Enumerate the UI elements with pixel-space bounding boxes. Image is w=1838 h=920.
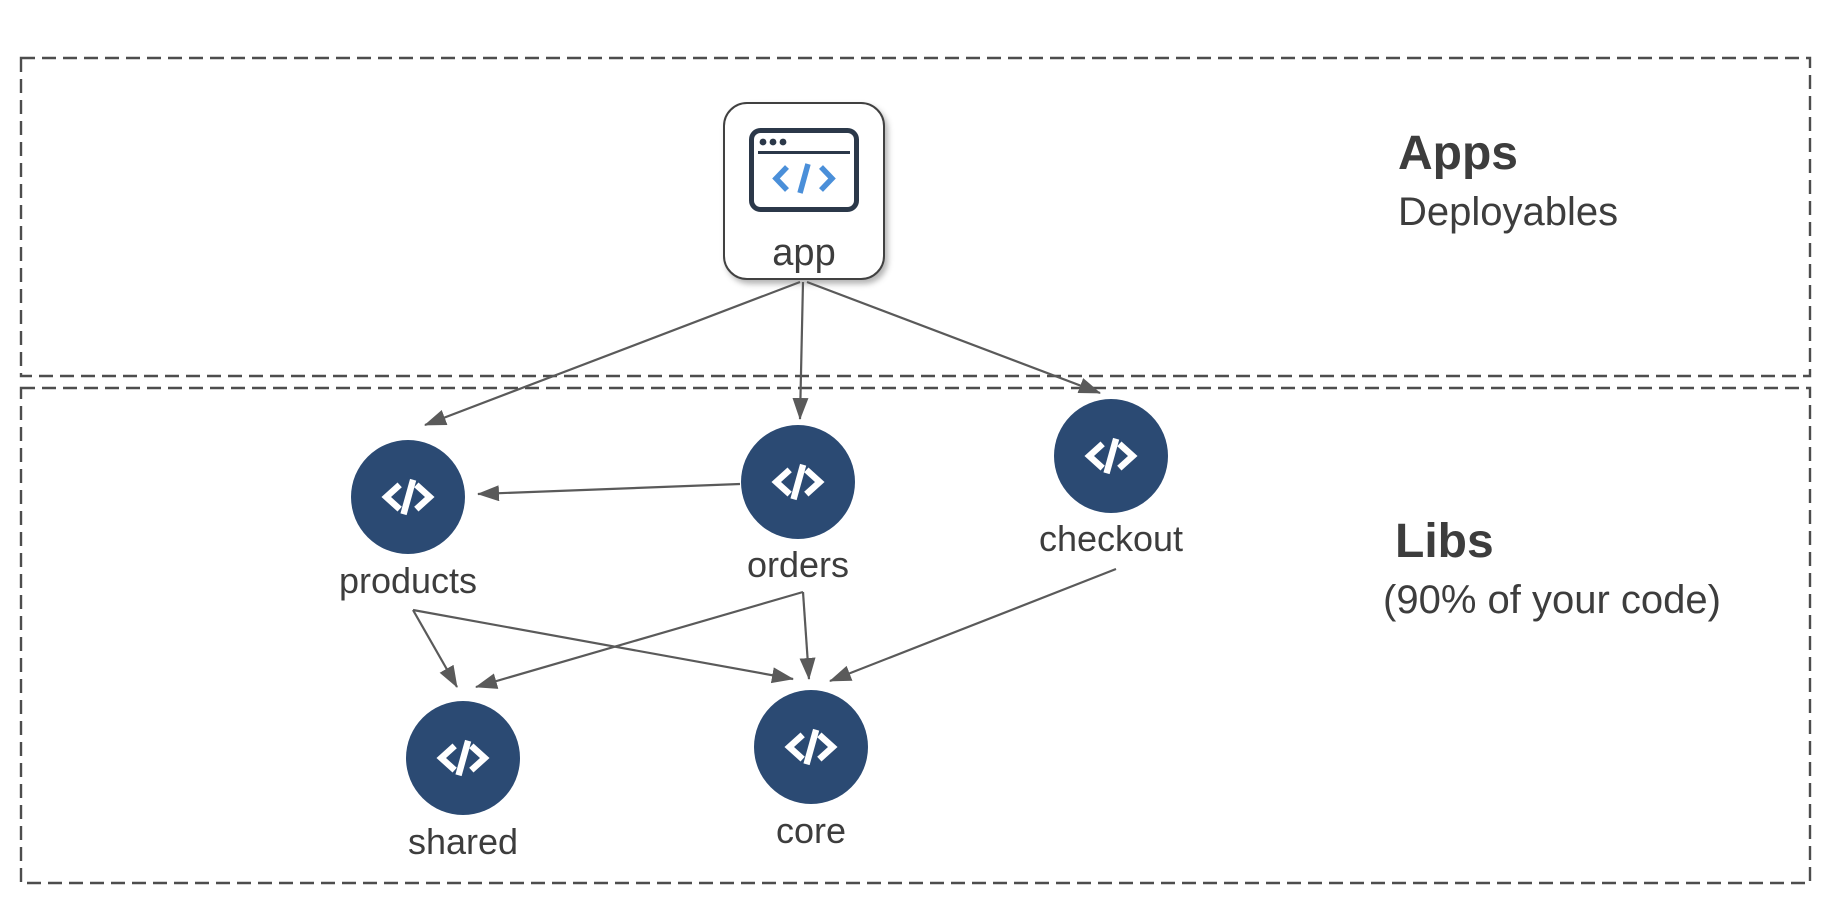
edge-products-core bbox=[412, 608, 794, 684]
libs-section-border bbox=[19, 386, 1812, 885]
code-icon bbox=[1084, 437, 1138, 475]
edge-app-checkout bbox=[806, 280, 1101, 395]
apps-section-border bbox=[19, 56, 1812, 378]
node-shared bbox=[406, 701, 520, 815]
libs-section-title: Libs bbox=[1395, 515, 1494, 568]
apps-section-title: Apps bbox=[1398, 127, 1518, 180]
node-core bbox=[754, 690, 868, 804]
edge-app-products bbox=[424, 280, 801, 427]
code-icon bbox=[771, 463, 825, 501]
node-app: app bbox=[723, 102, 885, 280]
node-core-label: core bbox=[775, 810, 847, 851]
node-products bbox=[351, 440, 465, 554]
code-icon bbox=[381, 478, 435, 516]
edge-app-orders bbox=[792, 281, 809, 420]
node-checkout-label: checkout bbox=[1038, 518, 1184, 559]
edge-orders-shared bbox=[475, 590, 804, 689]
libs-section-subtitle: (90% of your code) bbox=[1383, 578, 1721, 622]
node-checkout bbox=[1054, 399, 1168, 513]
node-shared-label: shared bbox=[407, 821, 519, 862]
code-icon bbox=[436, 739, 490, 777]
edge-checkout-core bbox=[829, 567, 1117, 683]
code-icon bbox=[784, 728, 838, 766]
edge-orders-core bbox=[799, 591, 816, 680]
browser-code-icon bbox=[749, 128, 859, 212]
node-products-label: products bbox=[338, 560, 478, 601]
edge-products-shared bbox=[412, 609, 458, 688]
node-orders bbox=[741, 425, 855, 539]
node-orders-label: orders bbox=[746, 544, 850, 585]
node-app-label: app bbox=[772, 232, 836, 274]
edge-orders-products bbox=[477, 482, 741, 502]
apps-section-subtitle: Deployables bbox=[1398, 190, 1619, 234]
